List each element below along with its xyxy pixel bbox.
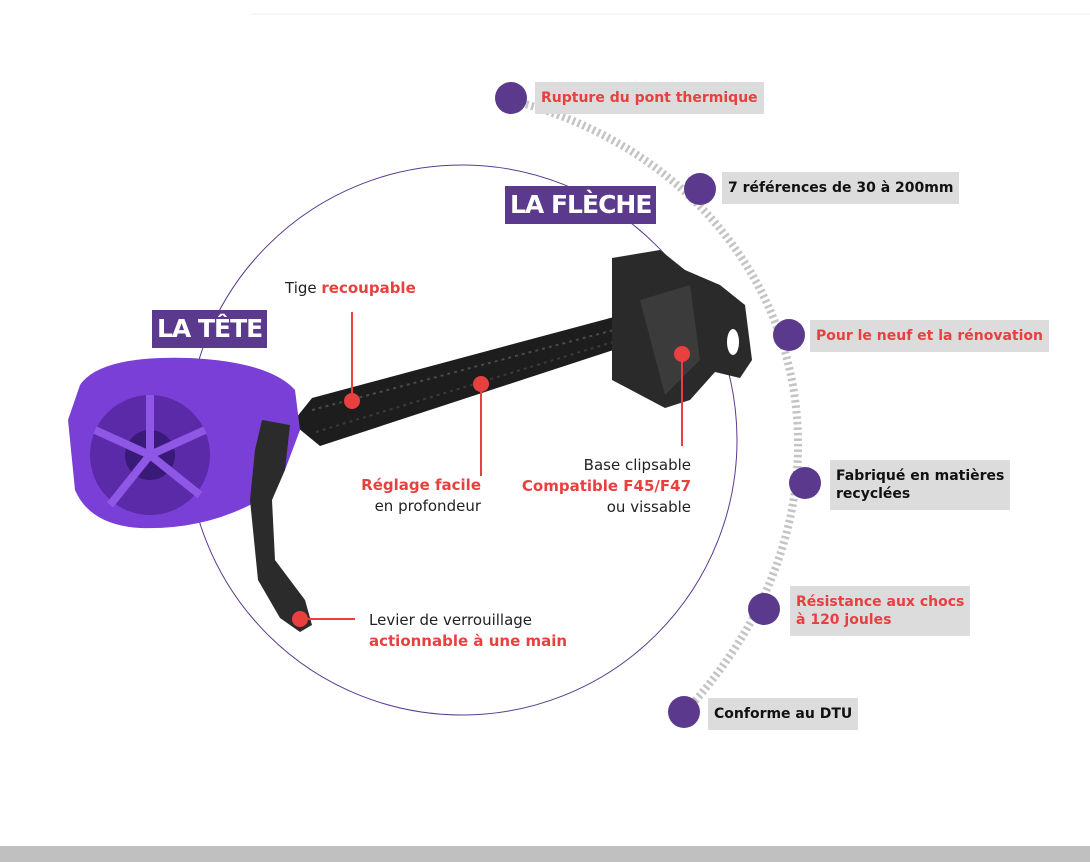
bottom-bar: [0, 846, 1090, 862]
annotation-tige: Tige recoupable: [285, 278, 416, 299]
annotation-levier: Levier de verrouillage actionnable à une …: [369, 610, 567, 652]
feature-line: recyclées: [836, 486, 911, 502]
feature-line: à 120 joules: [796, 612, 892, 628]
annotation-lines: [300, 312, 683, 620]
feature-line: Résistance aux chocs: [796, 594, 965, 610]
annotation-text: Base clipsable: [583, 456, 691, 474]
feature-dots: [495, 82, 821, 728]
title-head: LA TÊTE: [152, 310, 268, 348]
annotation-text: ou vissable: [606, 498, 691, 516]
feature-line: Fabriqué en matières: [836, 468, 1005, 484]
annotation-bold: Réglage facile: [361, 476, 481, 494]
feature-thermal-break: Rupture du pont thermique: [535, 82, 764, 114]
feature-dtu: Conforme au DTU: [708, 698, 859, 730]
annotation-bold: actionnable à une main: [369, 632, 568, 650]
locking-lever: [250, 420, 312, 632]
feature-new-renovation: Pour le neuf et la rénovation: [810, 320, 1050, 352]
annotation-bold: recoupable: [321, 279, 416, 297]
annotation-text: en profondeur: [374, 497, 481, 515]
annotation-dots: [292, 346, 690, 627]
annotation-text: Levier de verrouillage: [369, 611, 533, 629]
threaded-rod: [292, 310, 650, 446]
annotation-reglage: Réglage facile en profondeur: [320, 475, 481, 517]
clip-base: [612, 250, 752, 408]
feature-references: 7 références de 30 à 200mm: [722, 172, 960, 204]
annotation-text: Tige: [285, 279, 322, 297]
purple-head: [68, 357, 300, 529]
annotation-bold: Compatible F45/F47: [521, 477, 691, 495]
feature-recycled: Fabriqué en matières recyclées: [830, 460, 1011, 510]
feature-impact: Résistance aux chocs à 120 joules: [790, 586, 971, 636]
title-arrow: LA FLÈCHE: [505, 186, 657, 224]
